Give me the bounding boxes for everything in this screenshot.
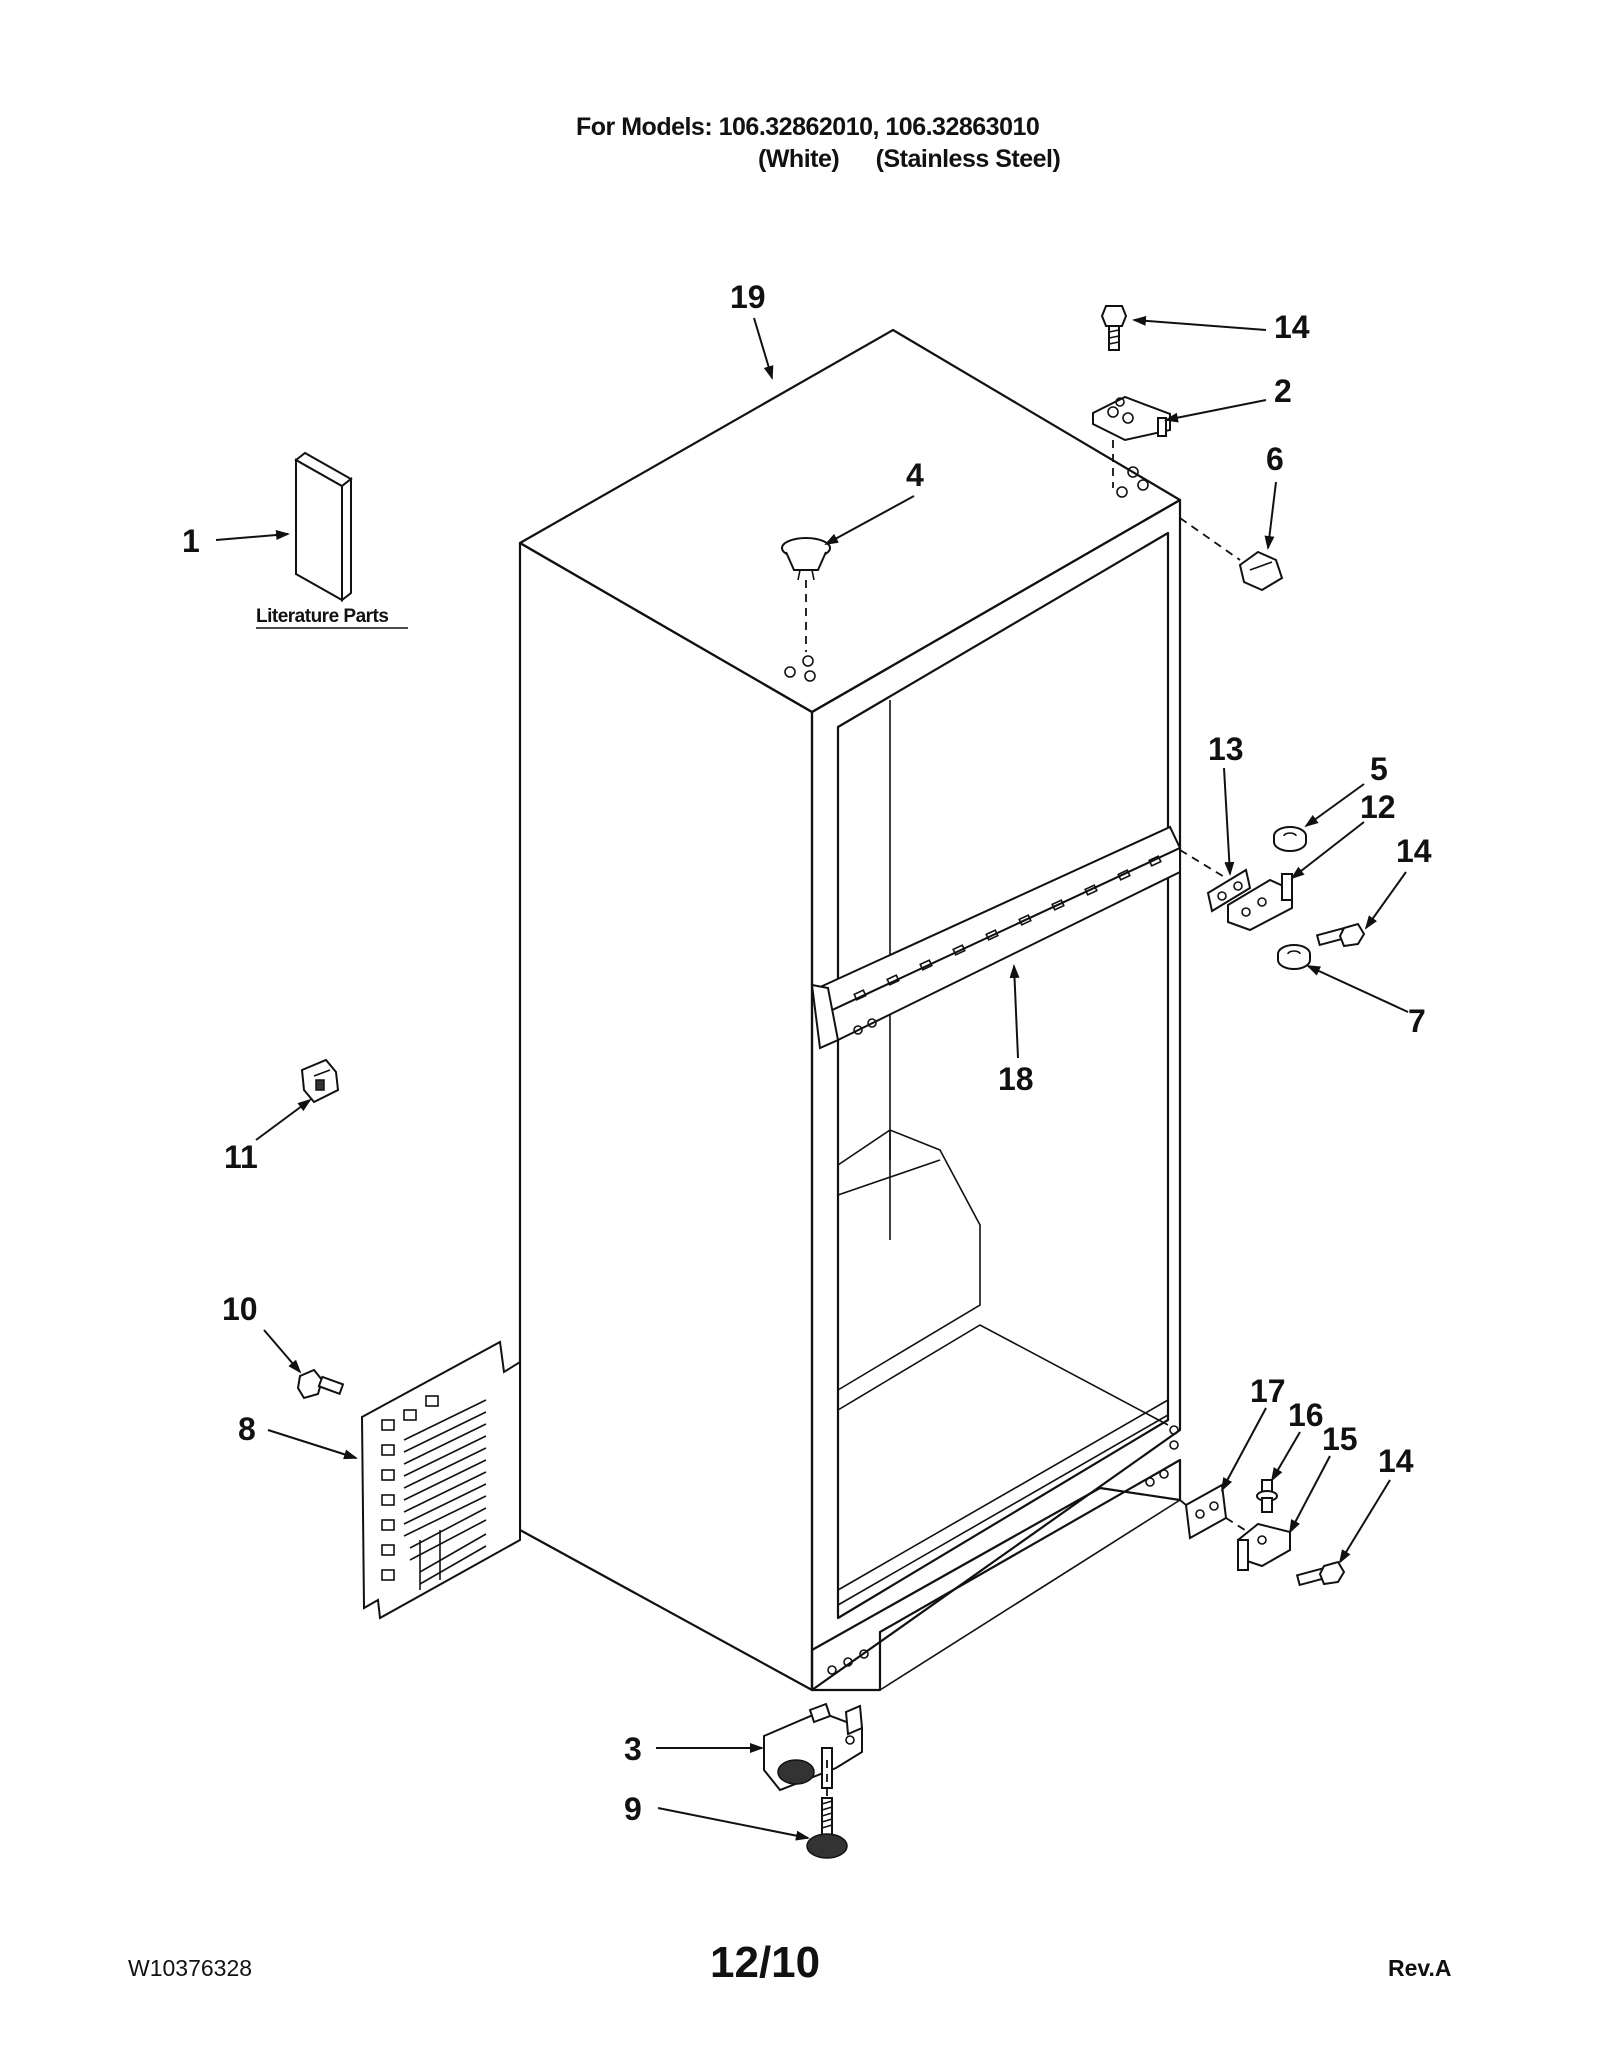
roller-assembly [763,1702,864,1792]
callout-1: 1 [182,523,200,559]
leader-lines [215,315,1409,1841]
callout-9: 9 [624,1791,642,1827]
callout-6: 6 [1266,441,1284,477]
callout-10: 10 [222,1291,258,1327]
bottom-hinge [1237,1522,1291,1571]
cross-rail [810,825,1182,1050]
center-hinge [1227,873,1293,932]
hinge-pin [1256,1479,1278,1513]
top-hinge [1092,395,1171,442]
callout-11: 11 [224,1139,258,1175]
leveling-foot [806,1797,848,1859]
literature-label: Literature Parts [256,606,388,627]
revision-date: 12/10 [710,1938,821,1987]
callout-8: 8 [238,1411,256,1447]
callout-13: 13 [1208,731,1244,767]
rear-access-panel [360,1340,521,1620]
screw-bottom [1295,1560,1346,1587]
models-line: For Models: 106.32862010, 106.32863010 [576,113,1040,141]
washer-bottom [1277,944,1311,970]
bottom-hinge-shim [1184,1483,1228,1540]
document-number: W10376328 [128,1955,253,1981]
callout-numbers: 19 14 2 6 4 1 13 5 12 14 7 18 11 10 8 17… [182,279,1432,1827]
callout-18: 18 [998,1061,1034,1097]
callout-2: 2 [1274,373,1292,409]
callout-14-bottom: 14 [1378,1443,1414,1479]
literature-booklet [294,451,353,603]
callout-3: 3 [624,1731,642,1767]
callout-15: 15 [1322,1421,1358,1457]
hinge-cover [1238,550,1284,592]
callout-16: 16 [1288,1397,1324,1433]
callout-7: 7 [1408,1003,1426,1039]
variant-white: (White) [758,145,840,173]
callout-4: 4 [906,457,924,493]
screw-center [1315,922,1366,948]
callout-14-top: 14 [1274,309,1310,345]
callout-12: 12 [1360,789,1396,825]
callout-14-center: 14 [1396,833,1432,869]
wire-clip [300,1058,340,1104]
hole-plug [781,537,831,581]
cabinet-assembly [518,328,1182,1692]
callout-5: 5 [1370,751,1388,787]
variant-line: (White) (Stainless Steel) [758,144,1061,174]
callout-19: 19 [730,279,766,315]
center-hinge-shim [1206,868,1252,913]
variant-stainless: (Stainless Steel) [875,145,1061,173]
panel-screw [296,1368,345,1400]
washer-top [1273,826,1307,852]
revision-label: Rev.A [1388,1955,1452,1981]
callout-17: 17 [1250,1373,1286,1409]
screw-top [1100,305,1128,351]
